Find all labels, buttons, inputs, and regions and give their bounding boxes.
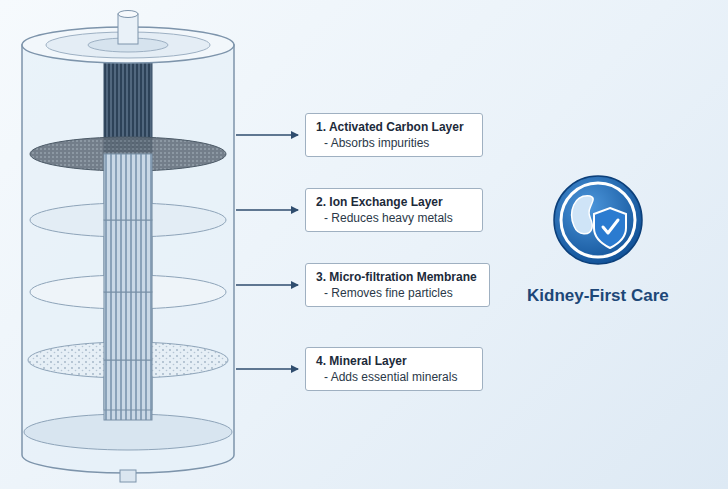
callout-box: 3. Micro-filtration Membrane- Removes fi…: [305, 263, 490, 307]
leader-arrows: [236, 135, 298, 369]
layer-name: 3. Micro-filtration Membrane: [316, 269, 479, 285]
layer-function: - Adds essential minerals: [316, 369, 472, 385]
outlet: [120, 470, 136, 482]
core-tube: [104, 150, 152, 420]
callout-box: 2. Ion Exchange Layer- Reduces heavy met…: [305, 188, 483, 232]
brand-name: Kidney-First Care: [527, 286, 669, 306]
housing: [22, 45, 234, 473]
inlet: [118, 14, 138, 44]
callout-box: 1. Activated Carbon Layer- Absorbs impur…: [305, 113, 483, 157]
layer-function: - Reduces heavy metals: [316, 210, 472, 226]
layer-name: 4. Mineral Layer: [316, 353, 472, 369]
callout-box: 4. Mineral Layer- Adds essential mineral…: [305, 347, 483, 391]
layer-name: 2. Ion Exchange Layer: [316, 194, 472, 210]
layer-function: - Absorbs impurities: [316, 135, 472, 151]
layer-name: 1. Activated Carbon Layer: [316, 119, 472, 135]
layer-function: - Removes fine particles: [316, 285, 479, 301]
logo-icon: [554, 176, 642, 264]
